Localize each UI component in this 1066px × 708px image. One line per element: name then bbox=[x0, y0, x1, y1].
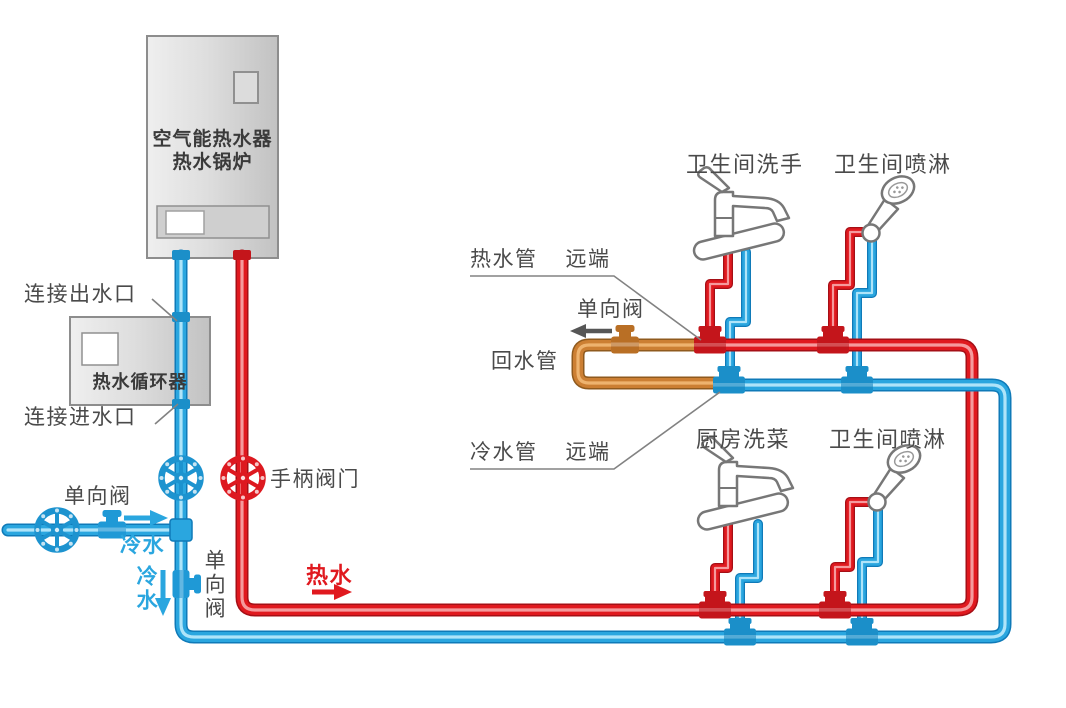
pipe-sleeve bbox=[172, 399, 190, 409]
kitchen-sink-label: 厨房洗菜 bbox=[696, 427, 791, 452]
hot-pipe-label-text: 热水管 bbox=[470, 248, 538, 271]
handle-valve-label: 手柄阀门 bbox=[270, 468, 360, 491]
check-valve-riser-label: 单向阀 bbox=[202, 549, 226, 621]
inlet-connection-label: 连接进水口 bbox=[24, 406, 137, 429]
pipe-sleeve bbox=[172, 250, 190, 260]
check-valve-inlet-label: 单向阀 bbox=[64, 485, 132, 508]
cold-water-inlet-label: 冷水 bbox=[120, 534, 165, 557]
leader-line bbox=[470, 275, 702, 341]
leader-line bbox=[470, 391, 721, 470]
hot-branch-pipes bbox=[710, 232, 868, 612]
pipe-tee-fitting bbox=[841, 366, 873, 394]
boiler-display bbox=[233, 71, 259, 104]
pipe-cross-fitting bbox=[169, 518, 193, 542]
boiler-unit bbox=[146, 35, 279, 259]
cold-flow-down-arrow bbox=[155, 570, 171, 616]
flow-arrows bbox=[124, 324, 612, 616]
pipe-tee-fitting bbox=[817, 326, 849, 354]
leader-line bbox=[151, 298, 178, 322]
cold-water-down-label: 冷水 bbox=[134, 565, 158, 613]
pipe-sleeve bbox=[172, 312, 190, 322]
check-valve-icon bbox=[611, 325, 639, 354]
bath-shower-bottom-label: 卫生间喷淋 bbox=[829, 427, 947, 452]
pipe-tee-fitting bbox=[819, 591, 851, 619]
bath-sink-label: 卫生间洗手 bbox=[686, 152, 804, 177]
check-valve-return-label: 单向阀 bbox=[577, 298, 645, 321]
hot-water-label: 热水 bbox=[306, 563, 354, 588]
bath-shower-top-label: 卫生间喷淋 bbox=[834, 152, 952, 177]
cold-pipe-label-text: 冷水管 bbox=[470, 441, 538, 464]
cold-pipe-far-text: 远端 bbox=[565, 441, 611, 464]
return-flow-left-arrow bbox=[570, 324, 612, 338]
check-valve-icon bbox=[172, 570, 201, 598]
boiler-panel-window bbox=[165, 210, 205, 235]
circulator-label: 热水循环器 bbox=[92, 372, 188, 392]
cold-flow-right-arrow bbox=[124, 510, 168, 526]
shower-icon bbox=[861, 169, 921, 243]
gate-valve-wheel-icon bbox=[222, 457, 265, 500]
gate-valve-wheel-icon bbox=[160, 457, 203, 500]
leader-lines bbox=[151, 275, 721, 470]
pipe-tee-fitting bbox=[846, 618, 878, 646]
pipe-sleeve bbox=[233, 250, 251, 260]
pipe-tee-fitting bbox=[694, 326, 726, 354]
hot-pipe-far-text: 远端 bbox=[565, 248, 611, 271]
pipe-fittings bbox=[169, 250, 878, 646]
outlet-connection-label: 连接出水口 bbox=[24, 283, 137, 306]
boiler-label-line2: 热水锅炉 bbox=[172, 152, 253, 173]
boiler-label-line1: 空气能热水器 bbox=[152, 129, 273, 150]
return-pipe-label: 回水管 bbox=[491, 350, 559, 373]
pipe-tee-fitting bbox=[724, 618, 756, 646]
leader-line bbox=[154, 403, 179, 425]
pipe-tee-fitting bbox=[699, 591, 731, 619]
faucet-icon bbox=[690, 166, 791, 263]
cold-pipe-far-end-label: 冷水管 远端 bbox=[470, 441, 611, 465]
circulator-window bbox=[81, 332, 119, 366]
hot-flow-right-arrow bbox=[312, 584, 352, 600]
hot-pipe-far-end-label: 热水管 远端 bbox=[470, 248, 611, 272]
pipe-tee-fitting bbox=[713, 366, 745, 394]
